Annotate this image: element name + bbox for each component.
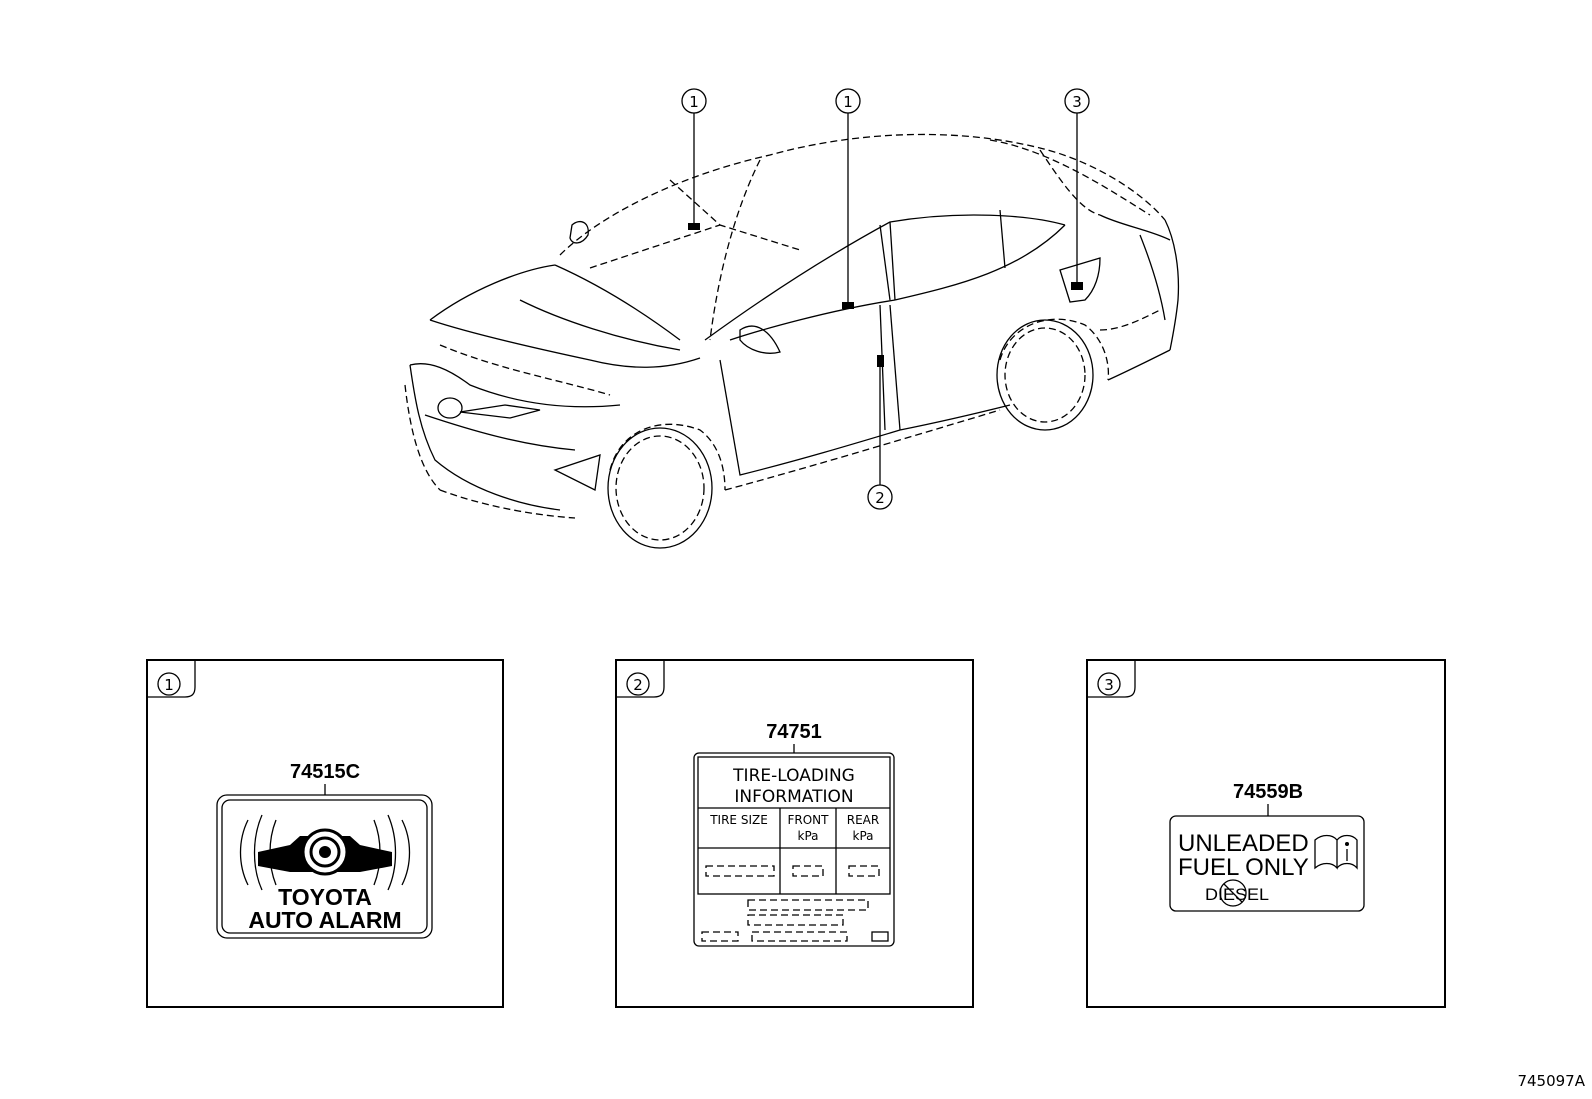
callout-2: 2 [867, 484, 893, 510]
tire-col-size: TIRE SIZE [709, 813, 768, 827]
diesel-crossed-word: DIESEL [1205, 885, 1269, 904]
figure-id: 745097A [1517, 1072, 1585, 1090]
label-marker-3 [1071, 282, 1083, 290]
tire-title-line2: INFORMATION [734, 787, 853, 807]
svg-text:1: 1 [689, 93, 699, 111]
tire-col-front: FRONT [788, 813, 830, 827]
label-marker-1b [842, 302, 854, 309]
svg-text:3: 3 [1072, 93, 1082, 111]
panel-3: 3 74559B UNLEADED FUEL ONLY DIESEL [1086, 659, 1446, 1008]
svg-text:1: 1 [843, 93, 853, 111]
tire-title-line1: TIRE-LOADING [732, 766, 855, 786]
fuel-label-line1: UNLEADED [1178, 830, 1309, 857]
tire-col-rear-unit: kPa [853, 829, 874, 843]
callout-1b: 1 [835, 88, 861, 114]
panel-2: 2 74751 TIRE-LOADING INFORMATION TIRE SI… [615, 659, 974, 1008]
tire-col-front-unit: kPa [798, 829, 819, 843]
panel-2-index: 2 [633, 676, 643, 694]
label-marker-1a [688, 223, 700, 230]
diesel-prohibited-icon [1219, 879, 1247, 907]
svg-text:2: 2 [875, 489, 885, 507]
panel-1-index: 1 [164, 676, 174, 694]
part-number-74751: 74751 [766, 721, 822, 743]
alarm-car-icon [239, 814, 411, 891]
manual-info-icon [1314, 834, 1358, 870]
tire-col-rear: REAR [847, 813, 879, 827]
part-number-74515C: 74515C [290, 761, 360, 783]
alarm-label-line1: TOYOTA [278, 884, 372, 910]
panel-3-index: 3 [1104, 676, 1114, 694]
callout-3: 3 [1064, 88, 1090, 114]
panel-1: 1 74515C TOYOTA AUTO ALARM [146, 659, 504, 1008]
callout-1a: 1 [681, 88, 707, 114]
part-number-74559B: 74559B [1233, 781, 1303, 803]
fuel-label-line2: FUEL ONLY [1178, 854, 1309, 881]
car-illustration: 1 1 2 3 [404, 88, 1180, 549]
label-marker-2 [877, 355, 884, 367]
alarm-label-line2: AUTO ALARM [248, 907, 401, 933]
